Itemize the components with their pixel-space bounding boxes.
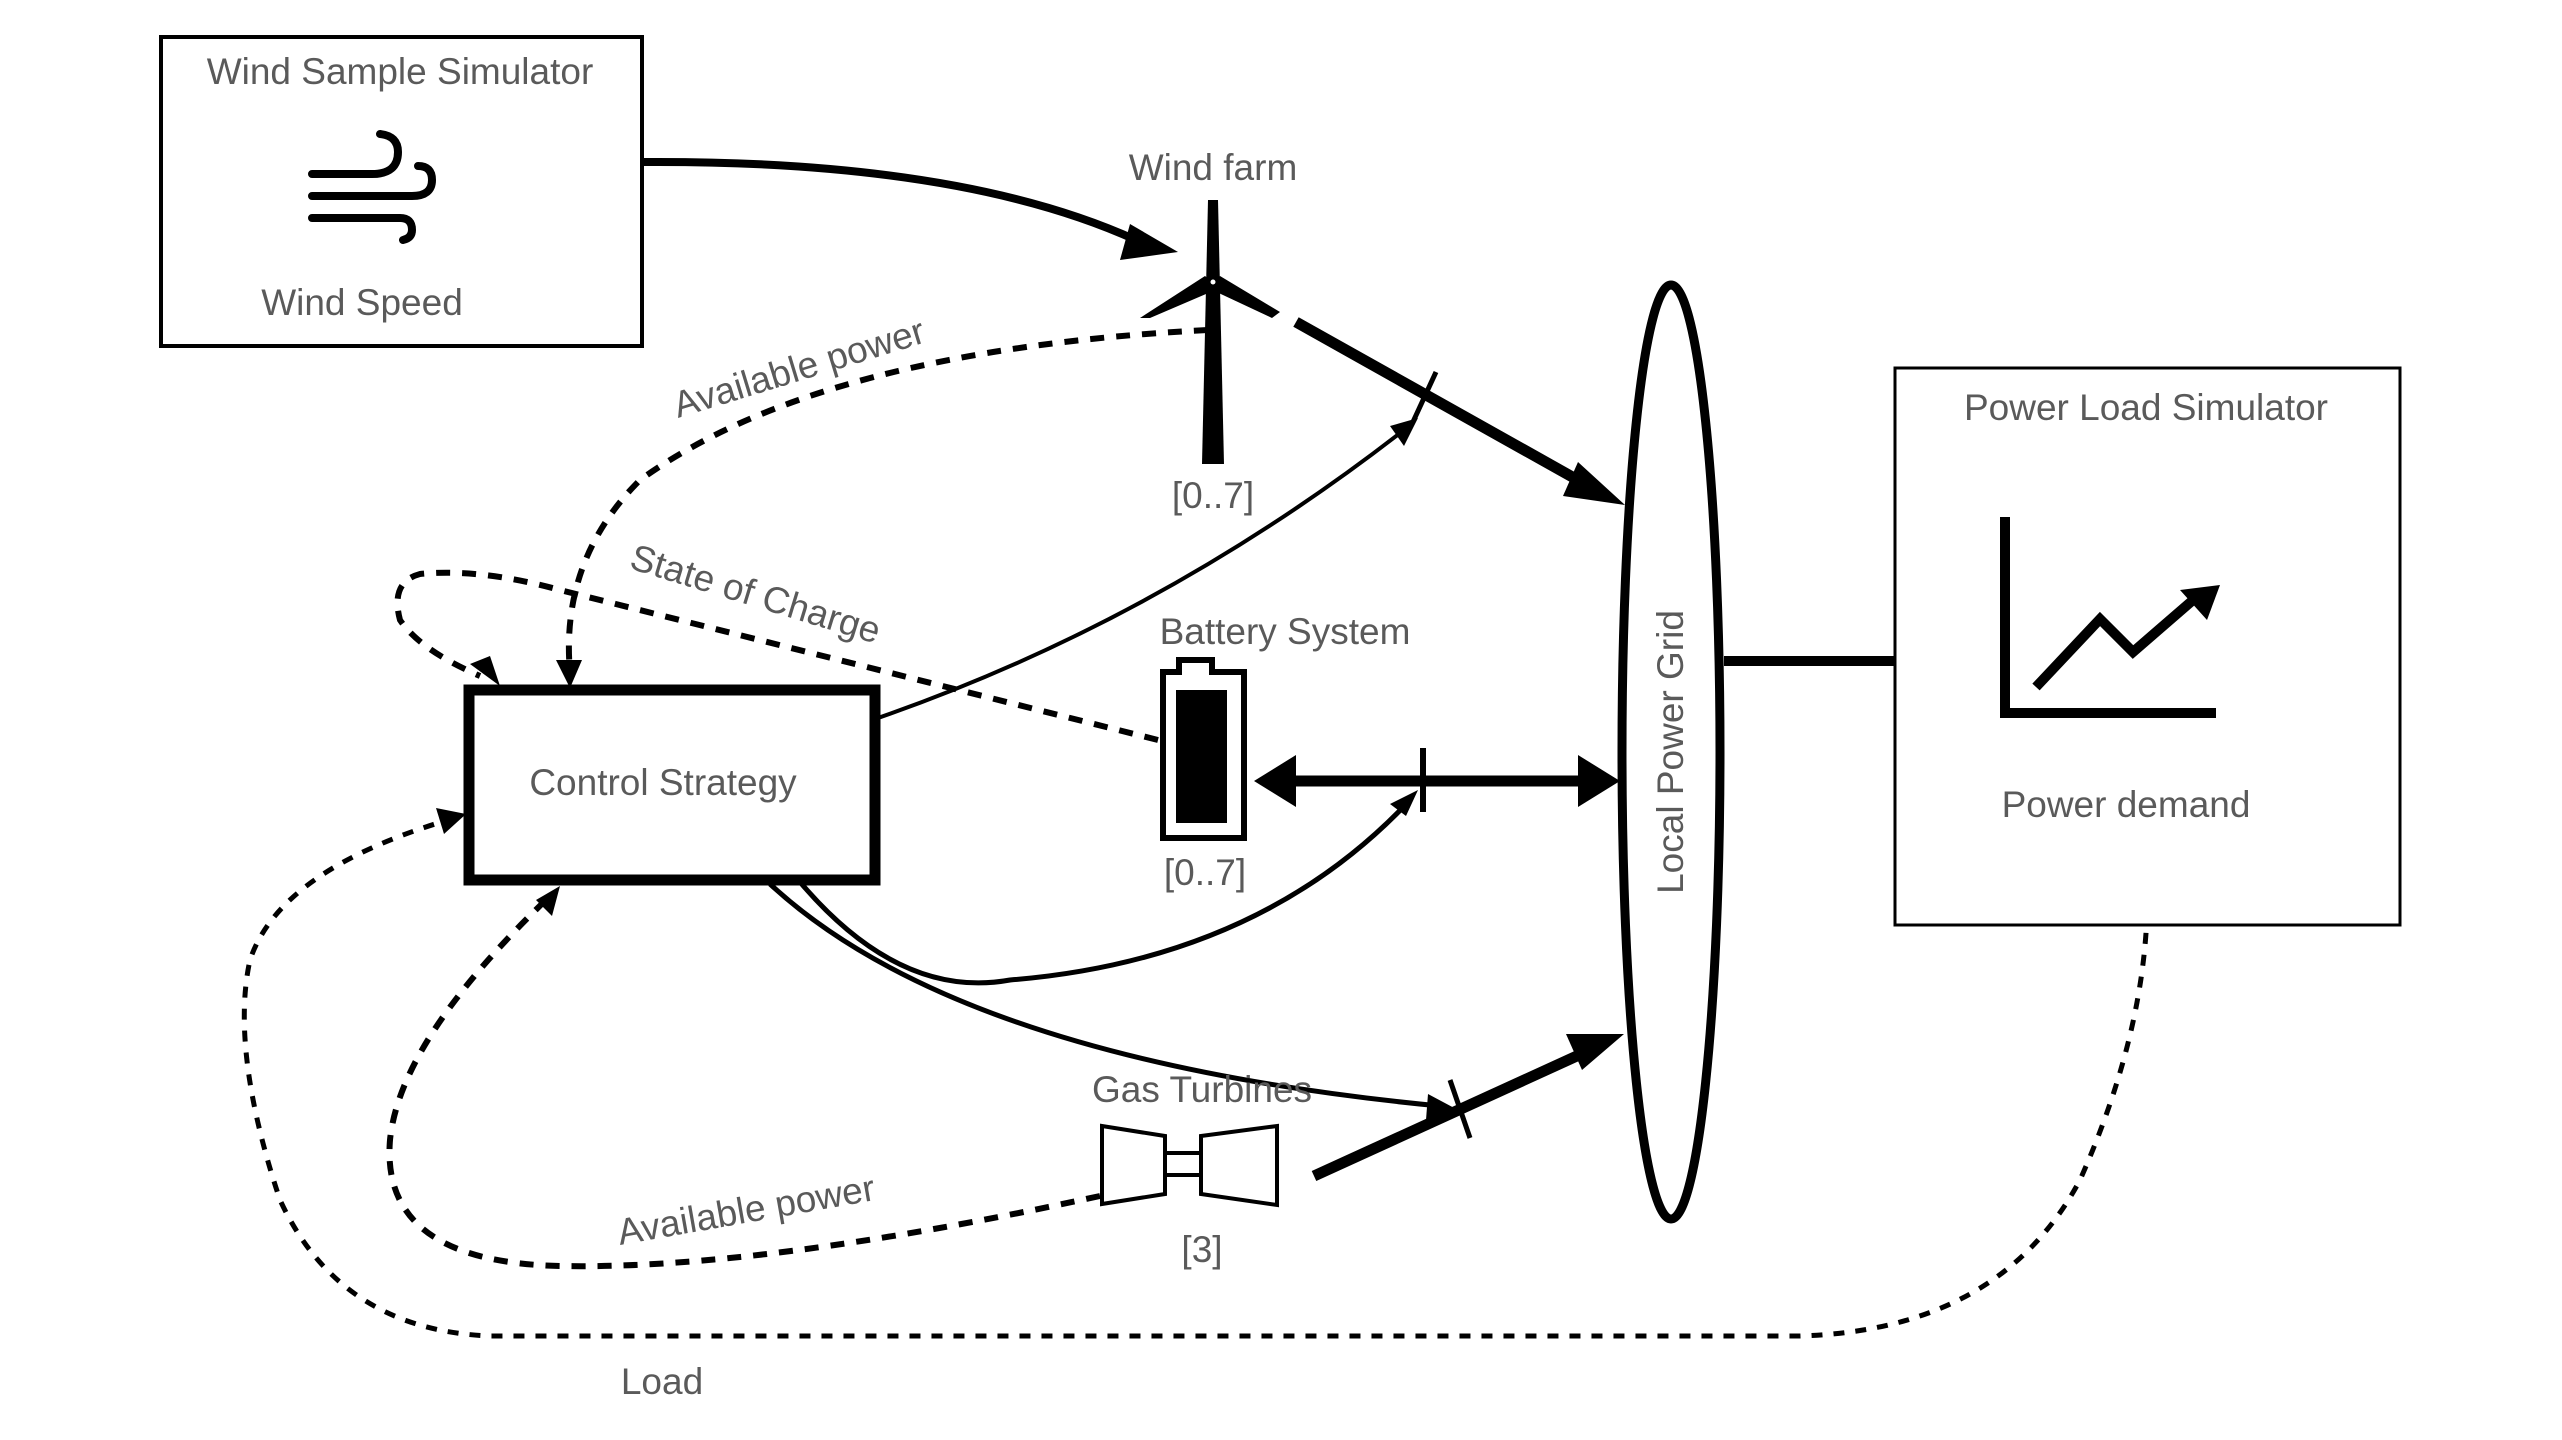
battery-grid-edge xyxy=(1254,748,1620,812)
gas-available-power-edge: Available power xyxy=(386,886,1101,1270)
wind-sample-simulator[interactable]: Wind Sample Simulator Wind Speed xyxy=(159,35,644,348)
battery-icon xyxy=(1160,657,1247,841)
gas-turbines-title: Gas Turbines xyxy=(1092,1069,1312,1110)
arrowhead xyxy=(1566,1034,1624,1070)
local-power-grid[interactable]: Local Power Grid xyxy=(1617,280,1725,1224)
gas-to-grid-edge xyxy=(1311,1034,1624,1182)
grid-ellipse[interactable] xyxy=(1617,280,1725,1224)
arrowhead xyxy=(1390,418,1418,446)
arrowhead xyxy=(470,656,500,686)
switch-tick xyxy=(1447,1079,1473,1139)
wind-farm-multiplicity: [0..7] xyxy=(1172,475,1254,516)
control-to-gas-switch-edge xyxy=(768,882,1458,1120)
wind-speed-label: Wind Speed xyxy=(261,282,463,323)
control-strategy[interactable]: Control Strategy xyxy=(463,684,881,886)
arrowhead-right xyxy=(1578,755,1620,807)
arrowhead xyxy=(556,660,582,688)
arrowhead-left xyxy=(1254,755,1296,807)
wind-farm-title: Wind farm xyxy=(1129,147,1298,188)
wind-simulator-box[interactable] xyxy=(159,35,644,348)
line-chart-icon xyxy=(2000,517,2220,718)
gas-available-power-label: Available power xyxy=(614,1167,878,1253)
arrowhead xyxy=(1120,224,1178,260)
arrowhead xyxy=(436,808,466,834)
arrowhead xyxy=(1426,1094,1458,1120)
wind-icon xyxy=(308,130,437,244)
load-simulator-title: Power Load Simulator xyxy=(1964,387,2328,428)
control-to-wind-switch-edge xyxy=(877,418,1418,720)
arrowhead xyxy=(1390,790,1418,816)
switch-tick xyxy=(1409,370,1439,426)
wind-simulator-title: Wind Sample Simulator xyxy=(207,51,594,92)
gas-turbines[interactable]: Gas Turbines [3] xyxy=(1092,1069,1312,1270)
wind-to-grid-edge xyxy=(1293,317,1625,505)
wind-farm[interactable]: Wind farm [0..7] xyxy=(1129,147,1298,516)
wind-available-power-label: Available power xyxy=(668,310,929,425)
wind-turbine-icon xyxy=(1140,200,1280,464)
battery-system[interactable]: Battery System [0..7] xyxy=(1160,611,1411,893)
grid-title: Local Power Grid xyxy=(1650,610,1691,894)
wind-available-power-edge: Available power xyxy=(556,310,1209,688)
power-load-simulator[interactable]: Power Load Simulator Power demand xyxy=(1893,366,2402,927)
arrowhead xyxy=(1563,462,1625,505)
control-strategy-box[interactable] xyxy=(463,684,881,886)
battery-multiplicity: [0..7] xyxy=(1164,852,1246,893)
arrowhead xyxy=(536,886,560,916)
battery-title: Battery System xyxy=(1160,611,1411,652)
state-of-charge-label: State of Charge xyxy=(626,536,886,651)
load-label: Load xyxy=(621,1361,703,1402)
power-demand-label: Power demand xyxy=(2002,784,2251,825)
load-simulator-box[interactable] xyxy=(1893,366,2402,927)
gas-turbine-icon xyxy=(1100,1123,1279,1208)
load-edge: Load xyxy=(241,808,2150,1402)
wind-speed-edge xyxy=(642,157,1178,260)
control-strategy-title: Control Strategy xyxy=(529,762,797,803)
control-to-battery-switch-edge xyxy=(798,790,1418,986)
gas-turbines-multiplicity: [3] xyxy=(1181,1229,1222,1270)
